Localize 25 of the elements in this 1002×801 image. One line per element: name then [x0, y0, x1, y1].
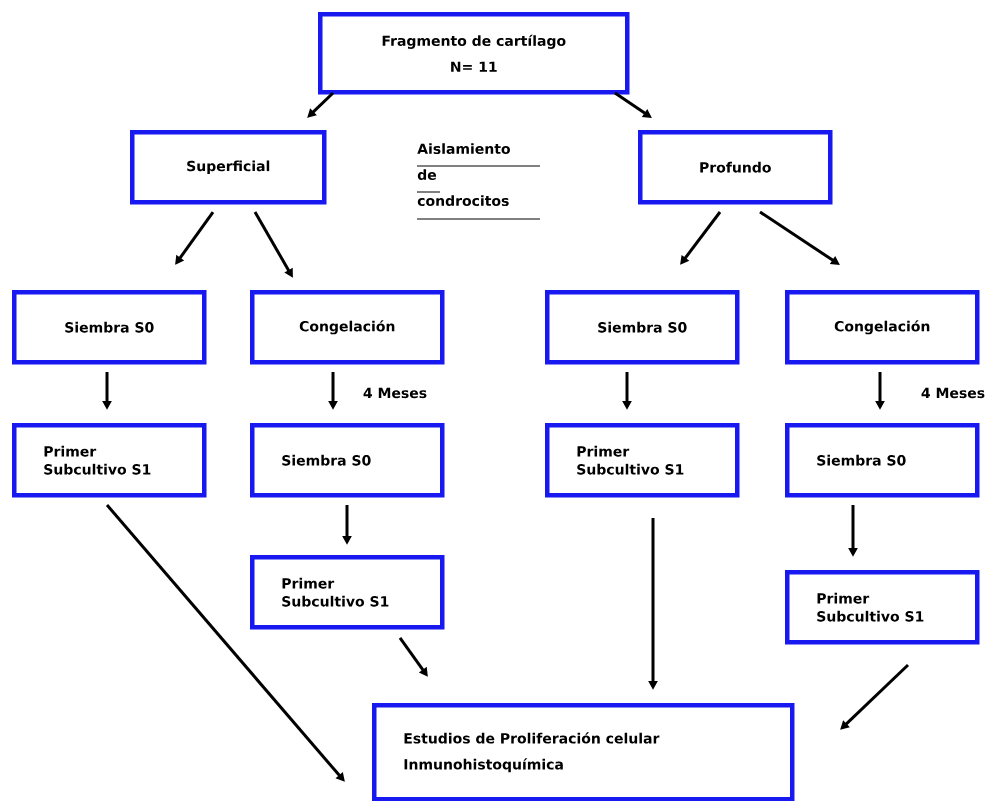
arrow: [105, 504, 345, 782]
arrow: [307, 91, 335, 118]
arrow: [175, 211, 215, 265]
process-box: Primer Subcultivo S1: [12, 423, 207, 498]
process-box: Superficial: [130, 130, 327, 205]
process-box: Siembra S0: [785, 423, 980, 498]
arrow: [398, 637, 428, 677]
process-box: Siembra S0: [12, 290, 207, 365]
edge-label: 4 Meses: [363, 387, 427, 399]
process-box: Siembra S0: [250, 423, 445, 498]
arrow: [614, 91, 652, 118]
process-box: Congelación: [250, 290, 445, 365]
underlined-text: Aislamiento de condrocitos: [416, 143, 541, 220]
process-box: Siembra S0: [545, 290, 740, 365]
process-box: Estudios de Proliferación celular Inmunohistoquímica: [372, 703, 795, 801]
arrow: [840, 663, 910, 730]
arrow: [759, 210, 840, 265]
edge-label: 4 Meses: [921, 387, 985, 399]
process-box: Primer Subcultivo S1: [250, 555, 445, 630]
process-box: Fragmento de cartílago N= 11: [318, 12, 630, 95]
process-box: Primer Subcultivo S1: [785, 570, 980, 645]
process-box: Primer Subcultivo S1: [545, 423, 740, 498]
arrow: [680, 211, 722, 265]
process-box: Profundo: [638, 130, 833, 205]
process-box: Congelación: [785, 290, 980, 365]
